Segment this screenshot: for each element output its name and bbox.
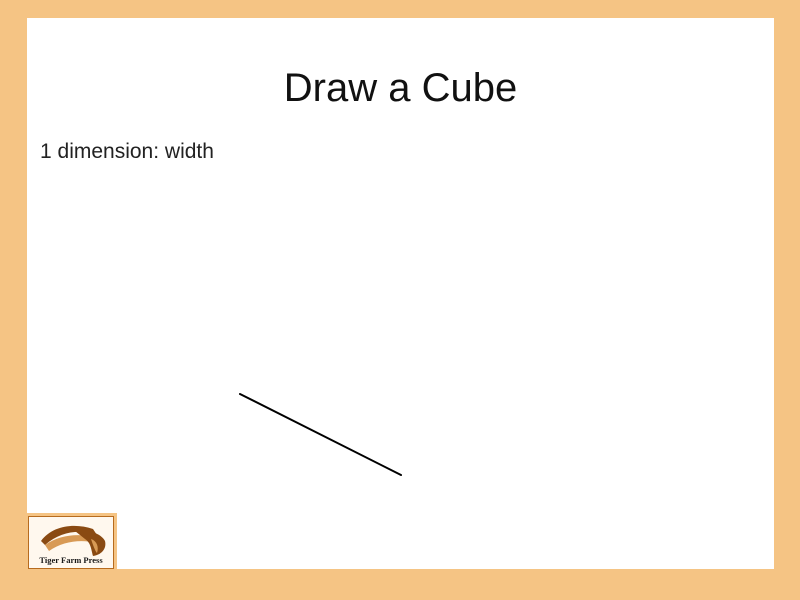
slide-body-text: 1 dimension: width bbox=[40, 140, 214, 163]
tiger-farm-press-logo-icon bbox=[41, 525, 106, 556]
tiger-farm-press-logo: Tiger Farm Press bbox=[25, 513, 117, 572]
cube-width-line-drawing bbox=[239, 393, 402, 476]
slide-title: Draw a Cube bbox=[283, 66, 518, 110]
slide: Draw a Cube 1 dimension: width bbox=[27, 18, 774, 569]
logo-frame: Tiger Farm Press bbox=[28, 516, 114, 569]
logo-text: Tiger Farm Press bbox=[39, 555, 103, 565]
width-line bbox=[239, 393, 402, 476]
